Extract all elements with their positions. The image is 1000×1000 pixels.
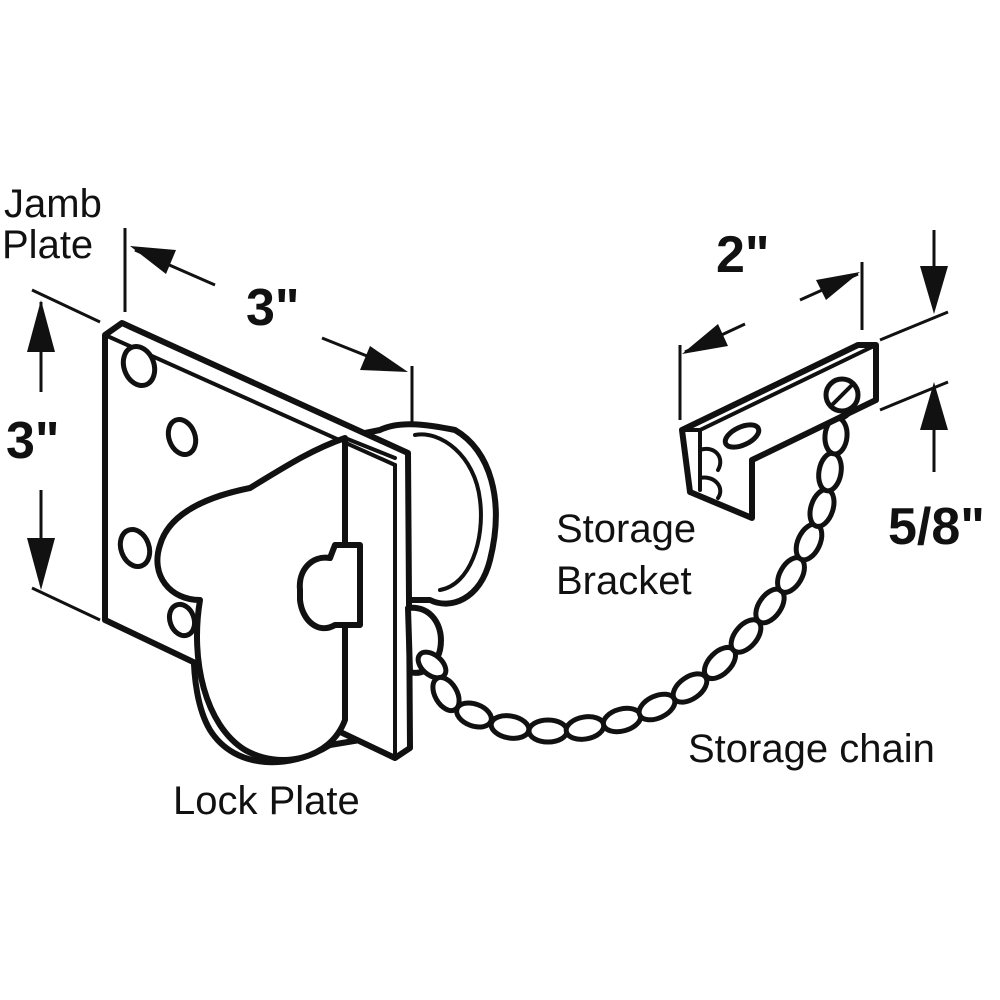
jamb-plate-height-label: 3" [6,412,60,470]
storage-chain [415,383,856,745]
mounting-hole [117,527,153,569]
lock-plate-front [154,435,444,763]
storage-bracket-label-line1: Storage [556,507,697,551]
jamb-plate-width-label: 3" [246,279,300,337]
bracket-height-label: 5/8" [888,498,985,556]
jamb-plate-width-dimension [123,228,414,430]
bracket-length-dimension [678,262,864,420]
storage-chain-label: Storage chain [688,727,935,771]
bracket-slot [722,422,762,450]
mounting-hole [120,344,158,388]
bracket-length-label: 2" [716,226,770,284]
jamb-plate-label-line2: Plate [2,223,94,267]
mounting-hole [166,601,198,639]
lock-plate-label: Lock Plate [173,779,360,823]
jamb-plate-label-line1: Jamb [4,182,102,226]
jamb-plate-height-dimension [27,288,101,622]
storage-bracket-label-line2: Bracket [556,559,692,603]
mounting-hole [165,417,199,457]
storage-bracket [679,342,879,521]
bracket-height-dimension [879,230,949,472]
